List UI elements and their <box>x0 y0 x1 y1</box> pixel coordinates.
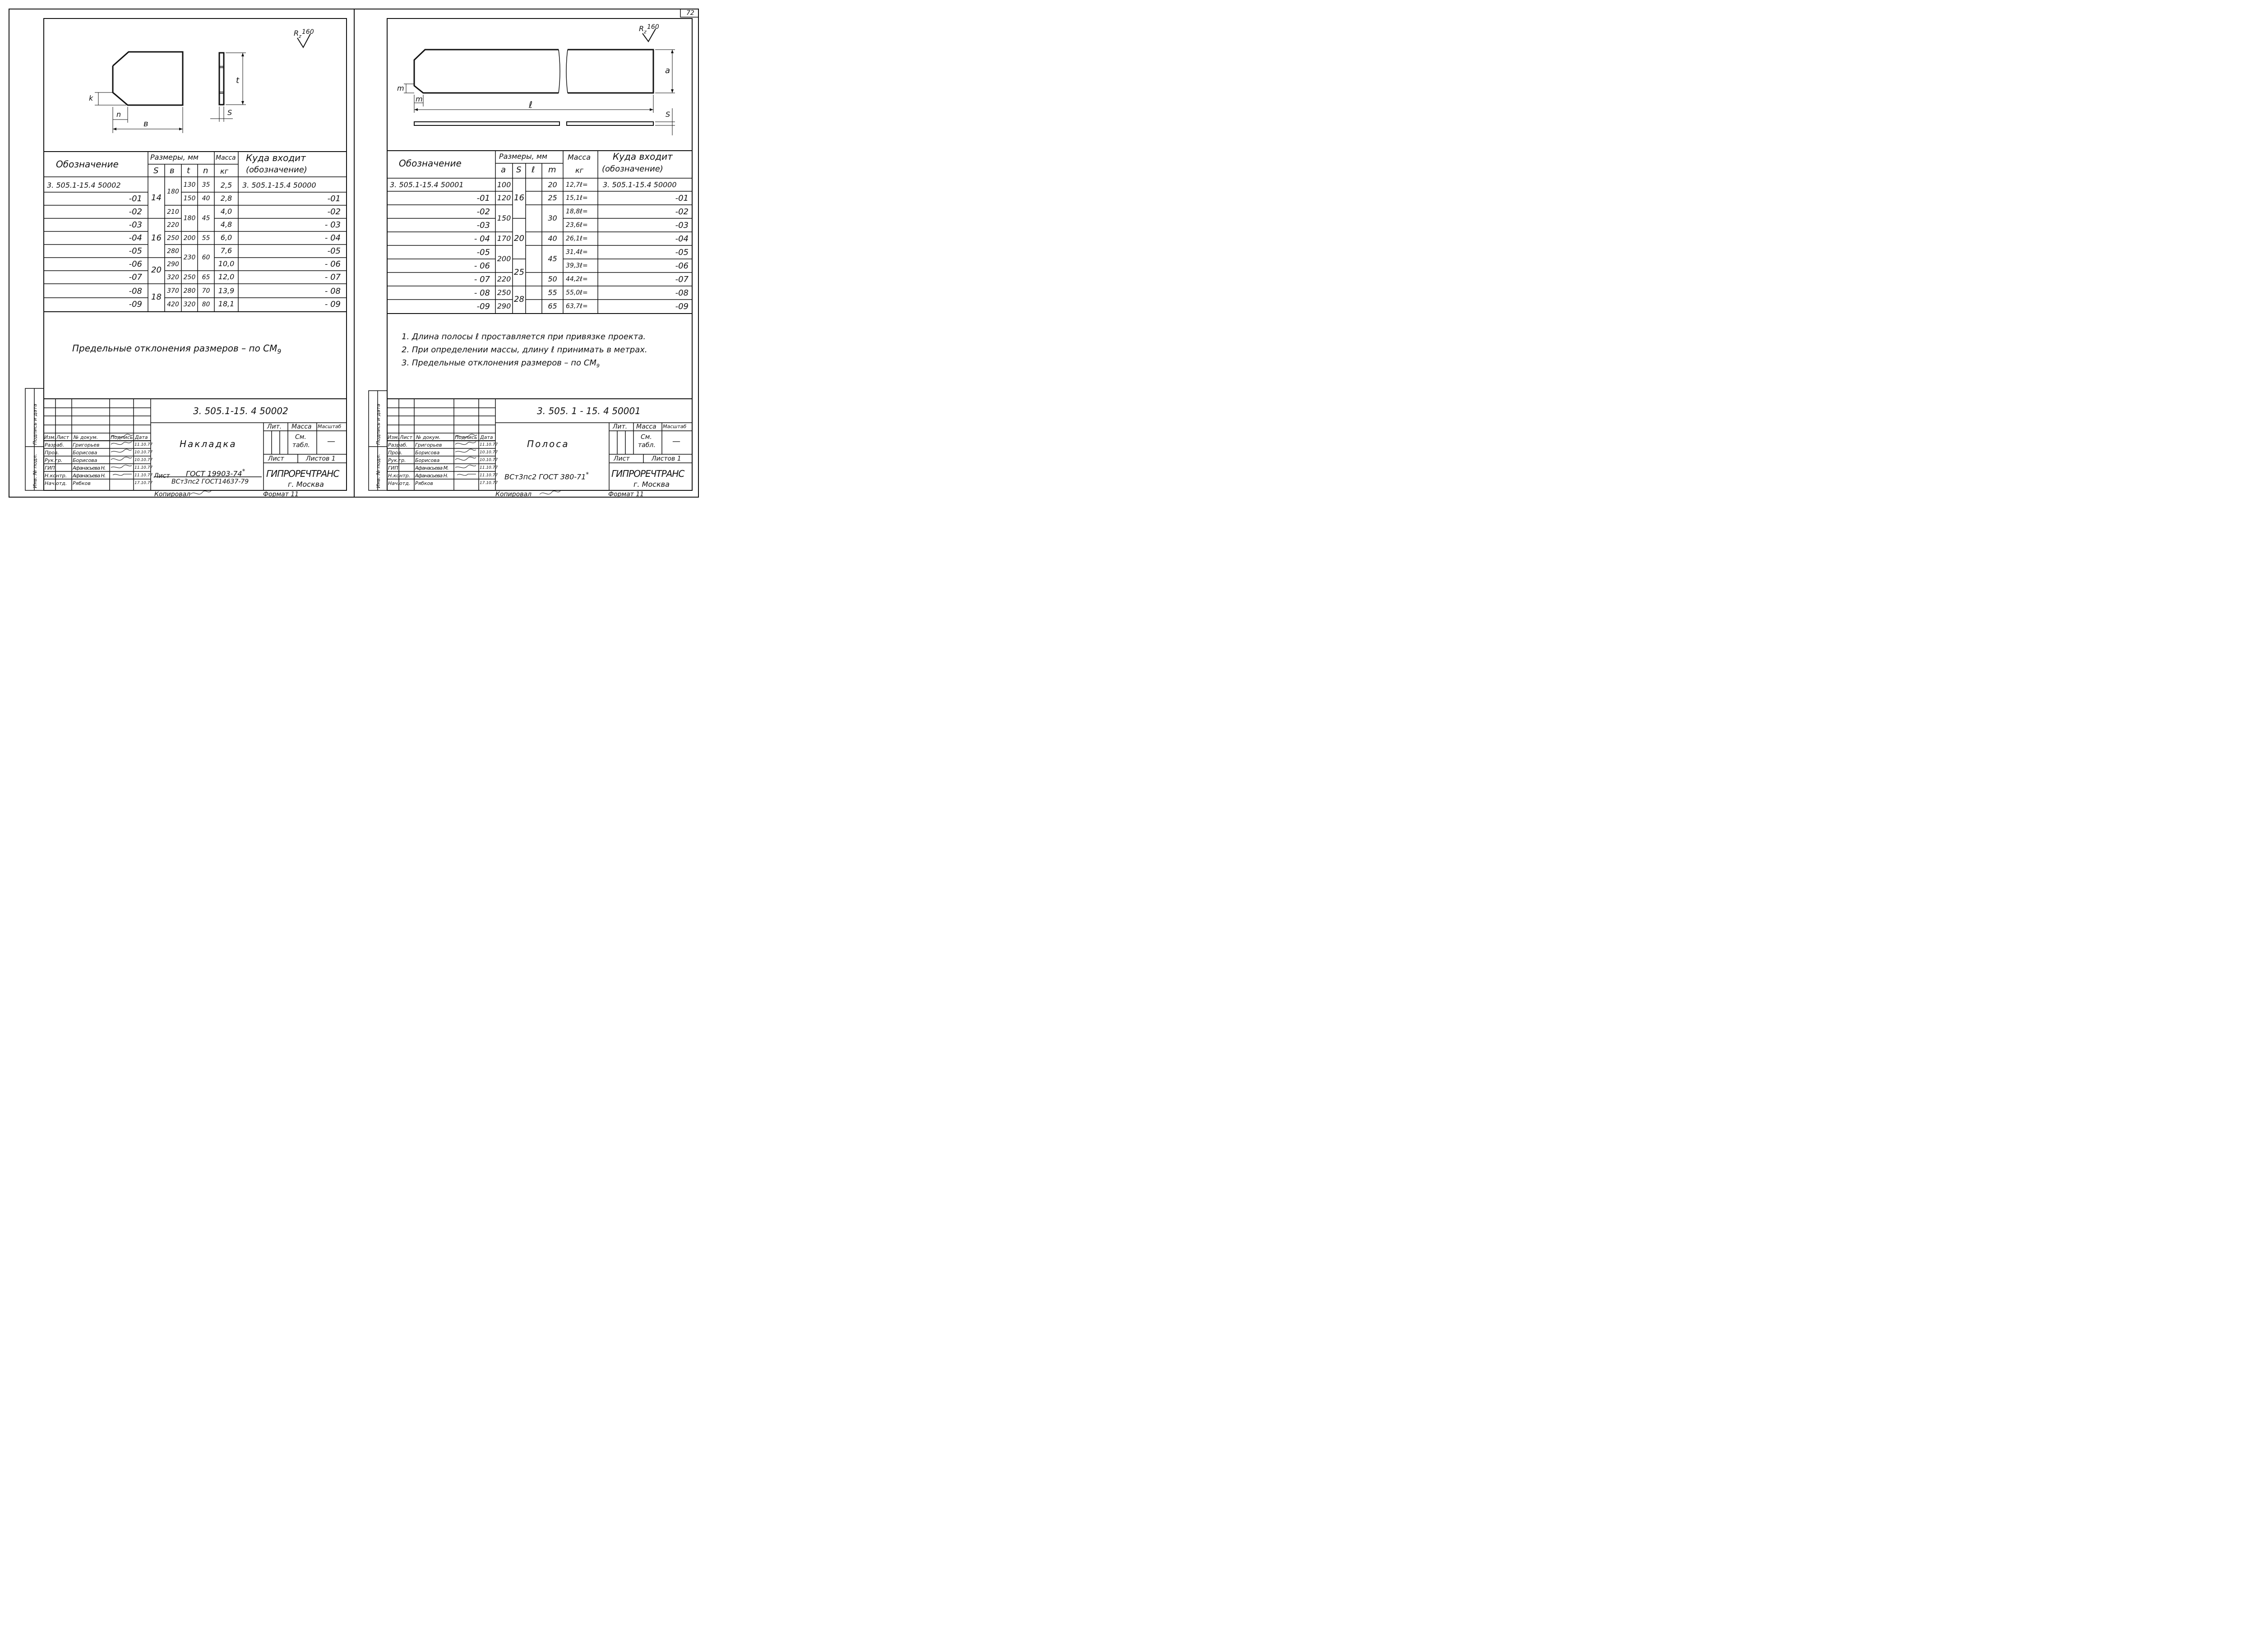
dim-s: S <box>227 108 232 117</box>
table-row: -01 <box>476 194 490 203</box>
material-standard: ВСт3пс2 ГОСТ 380-71* <box>504 471 589 481</box>
page-number: 72 <box>686 9 694 17</box>
dim-m-horizontal: m <box>416 95 423 103</box>
stamp-sign-left: Подпись и дата <box>32 403 38 445</box>
stamp-inv-left: Инв. № подл. <box>32 454 38 488</box>
dim-m-vertical: m <box>397 84 404 92</box>
table-row: - 07 <box>474 275 490 284</box>
table-row: -02 <box>476 207 490 217</box>
table-row: -01 <box>129 194 142 203</box>
table-row: - 04 <box>474 234 490 244</box>
table-row: -04 <box>129 233 142 243</box>
dim-t: t <box>236 76 240 85</box>
table-row: -05 <box>129 246 142 256</box>
table-row: -09 <box>476 302 490 311</box>
table-row: - 06 <box>474 261 490 271</box>
drawing-lines <box>9 9 699 498</box>
organization: ГИПРОРЕЧТРАНС <box>611 468 684 479</box>
left-note: Предельные отклонения размеров – по СМ9 <box>72 343 282 355</box>
table-row: 3. 505.1-15.4 50001 <box>390 180 464 189</box>
dim-s-right: S <box>666 110 670 119</box>
table-row: -02 <box>129 207 142 217</box>
table-row: -07 <box>129 272 142 282</box>
table-row: -08 <box>129 286 142 296</box>
stamp-inv-right: Инв. № подл. <box>375 454 381 488</box>
footer-format-left: Формат 11 <box>263 491 299 498</box>
document-code: 3. 505.1-15. 4 50002 <box>193 406 288 416</box>
dim-a: a <box>665 66 670 75</box>
table-row: -03 <box>129 220 142 230</box>
footer-copy-right: Копировал <box>495 491 532 498</box>
footer-format-right: Формат 11 <box>608 491 644 498</box>
table-row: 3. 505.1-15.4 50002 <box>47 181 121 189</box>
part-name: Накладка <box>180 438 237 449</box>
footer-copy-left: Копировал <box>154 491 190 498</box>
document-code: 3. 505. 1 - 15. 4 50001 <box>537 406 641 416</box>
organization: ГИПРОРЕЧТРАНС <box>266 468 339 479</box>
dim-n: n <box>116 110 121 119</box>
dim-k: k <box>89 94 93 102</box>
stamp-sign-right: Подпись и дата <box>375 403 381 445</box>
dim-l: ℓ <box>529 99 533 110</box>
material-standard: ГОСТ 19903-74* <box>186 468 245 478</box>
table-row: -03 <box>476 221 490 230</box>
dim-b: в <box>143 119 148 129</box>
table-row: - 08 <box>474 288 490 298</box>
table-row: -09 <box>129 300 142 309</box>
table-row: -05 <box>476 248 490 257</box>
part-name: Полоса <box>527 438 569 449</box>
table-row: -06 <box>129 259 142 269</box>
